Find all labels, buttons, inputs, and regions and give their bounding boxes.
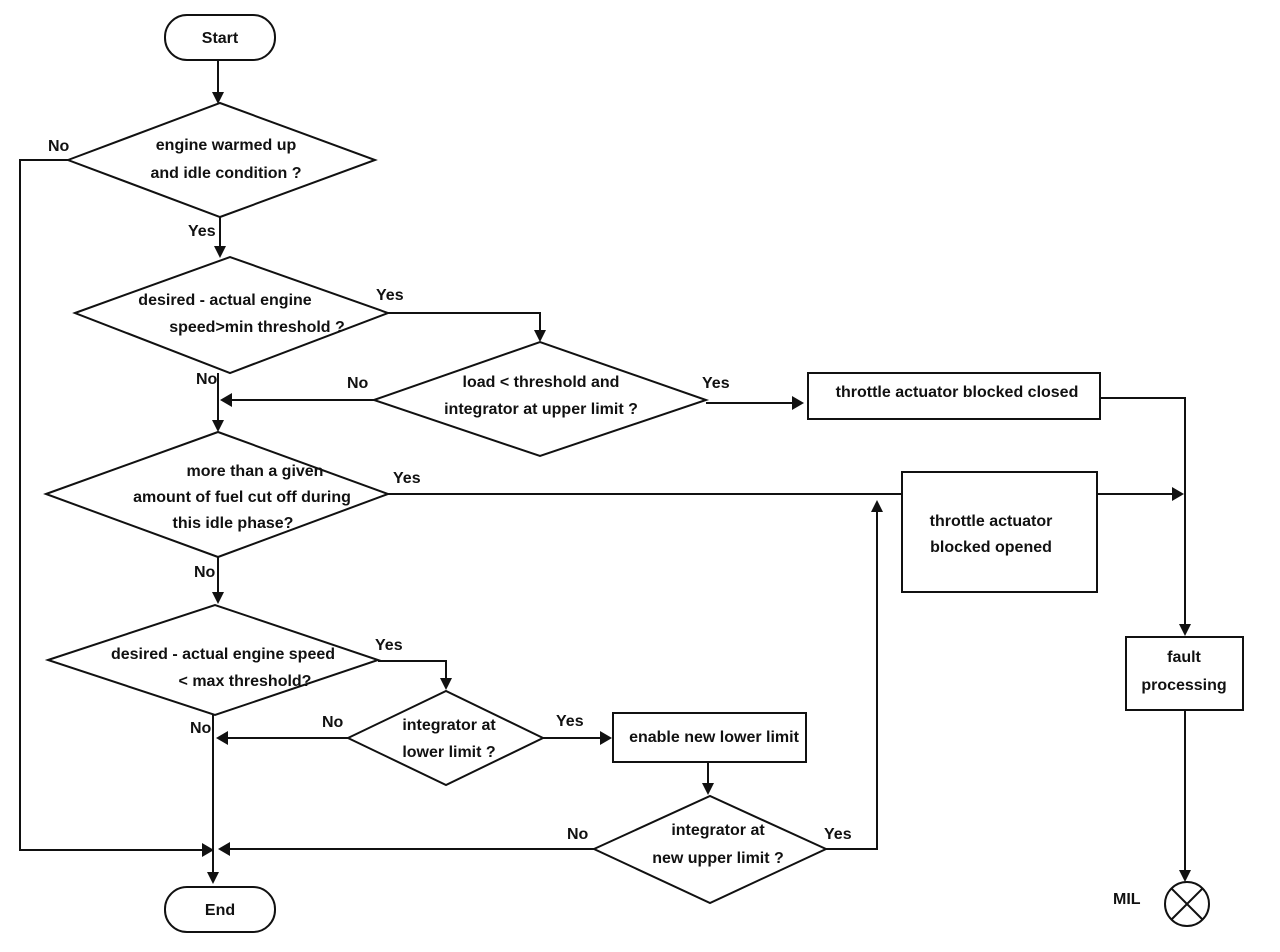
connector-d2-yes bbox=[388, 312, 541, 340]
p4-label-line1: fault bbox=[1167, 649, 1201, 666]
d7-no-label: No bbox=[567, 826, 589, 843]
d2-yes-label: Yes bbox=[376, 287, 404, 304]
shapes bbox=[43, 14, 1244, 933]
d7-yes-label: Yes bbox=[824, 826, 852, 843]
decision-engine-warmed bbox=[65, 101, 378, 219]
mil-label: MIL bbox=[1113, 891, 1141, 908]
d6-label-line1: integrator at bbox=[402, 717, 496, 734]
d2-label-line1: desired - actual engine bbox=[138, 292, 311, 309]
arrow-d6-no bbox=[216, 731, 228, 745]
start-label: Start bbox=[202, 30, 239, 47]
decision-speed-max-threshold bbox=[44, 603, 382, 717]
arrow-to-fault bbox=[1179, 624, 1191, 636]
p1-label: throttle actuator blocked closed bbox=[836, 384, 1079, 401]
arrow-to-mil bbox=[1179, 870, 1191, 882]
arrow-to-d1 bbox=[212, 92, 224, 104]
start-terminal bbox=[164, 14, 276, 61]
end-label: End bbox=[205, 902, 235, 919]
d5-label-line2: < max threshold? bbox=[179, 673, 312, 690]
arrow-left-rail-in bbox=[202, 843, 214, 857]
d3-label-line2: integrator at upper limit ? bbox=[444, 401, 638, 418]
d5-no-label: No bbox=[190, 720, 212, 737]
d1-no-label: No bbox=[48, 138, 70, 155]
process-throttle-blocked-closed bbox=[807, 372, 1101, 420]
arrowheads bbox=[202, 92, 1191, 884]
connectors bbox=[19, 60, 1186, 873]
connector-d1-no bbox=[19, 159, 205, 851]
d4-label-line3: this idle phase? bbox=[173, 515, 294, 532]
arrow-up-fuel-line bbox=[871, 500, 883, 512]
d4-no-label: No bbox=[194, 564, 216, 581]
arrow-to-d2 bbox=[214, 246, 226, 258]
arrow-to-d7 bbox=[702, 783, 714, 795]
arrow-to-rail bbox=[1172, 487, 1184, 501]
d3-label-line1: load < threshold and bbox=[463, 374, 620, 391]
decision-speed-min-threshold bbox=[72, 255, 391, 375]
d3-no-label: No bbox=[347, 375, 369, 392]
d4-yes-label: Yes bbox=[393, 470, 421, 487]
connector-d5-yes bbox=[378, 660, 447, 680]
p3-label: enable new lower limit bbox=[629, 729, 799, 746]
p2-label-line2: blocked opened bbox=[930, 539, 1052, 556]
node-labels: Start End engine warmed up and idle cond… bbox=[111, 30, 1227, 919]
d1-yes-label: Yes bbox=[188, 223, 216, 240]
arrow-to-end bbox=[207, 872, 219, 884]
end-terminal bbox=[164, 886, 276, 933]
mil-lamp-icon bbox=[1164, 881, 1210, 927]
arrow-d3-no bbox=[220, 393, 232, 407]
process-fault-processing bbox=[1125, 636, 1244, 711]
p2-label-line1: throttle actuator bbox=[930, 513, 1053, 530]
d5-yes-label: Yes bbox=[375, 637, 403, 654]
d1-label-line1: engine warmed up bbox=[156, 137, 297, 154]
d7-label-line2: new upper limit ? bbox=[652, 850, 784, 867]
arrow-to-d3 bbox=[534, 330, 546, 342]
d2-label-line2: speed>min threshold ? bbox=[169, 319, 345, 336]
d1-label-line2: and idle condition ? bbox=[150, 165, 301, 182]
process-enable-new-lower-limit bbox=[612, 712, 807, 763]
decision-fuel-cut-off bbox=[43, 430, 391, 559]
connector-d7-yes bbox=[826, 510, 878, 850]
arrow-to-p3 bbox=[600, 731, 612, 745]
d3-yes-label: Yes bbox=[702, 375, 730, 392]
connector-p1-p4 bbox=[1100, 397, 1186, 625]
arrow-d7-no-in bbox=[218, 842, 230, 856]
p4-label-line2: processing bbox=[1141, 677, 1226, 694]
d4-label-line2: amount of fuel cut off during bbox=[133, 489, 351, 506]
d6-label-line2: lower limit ? bbox=[402, 744, 495, 761]
d5-label-line1: desired - actual engine speed bbox=[111, 646, 335, 663]
decision-integrator-lower-limit bbox=[345, 689, 546, 787]
arrow-to-p1 bbox=[792, 396, 804, 410]
d6-no-label: No bbox=[322, 714, 344, 731]
arrow-to-d6 bbox=[440, 678, 452, 690]
decision-load-threshold bbox=[370, 340, 710, 458]
decision-integrator-new-upper-limit bbox=[591, 794, 829, 905]
d4-label-line1: more than a given bbox=[187, 463, 324, 480]
d2-no-label: No bbox=[196, 371, 218, 388]
d6-yes-label: Yes bbox=[556, 713, 584, 730]
arrow-to-d4 bbox=[212, 420, 224, 432]
process-throttle-blocked-opened bbox=[901, 471, 1098, 593]
d7-label-line1: integrator at bbox=[671, 822, 765, 839]
arrow-to-d5 bbox=[212, 592, 224, 604]
branch-labels: No Yes Yes No No Yes Yes No Yes No No Ye… bbox=[48, 138, 852, 843]
